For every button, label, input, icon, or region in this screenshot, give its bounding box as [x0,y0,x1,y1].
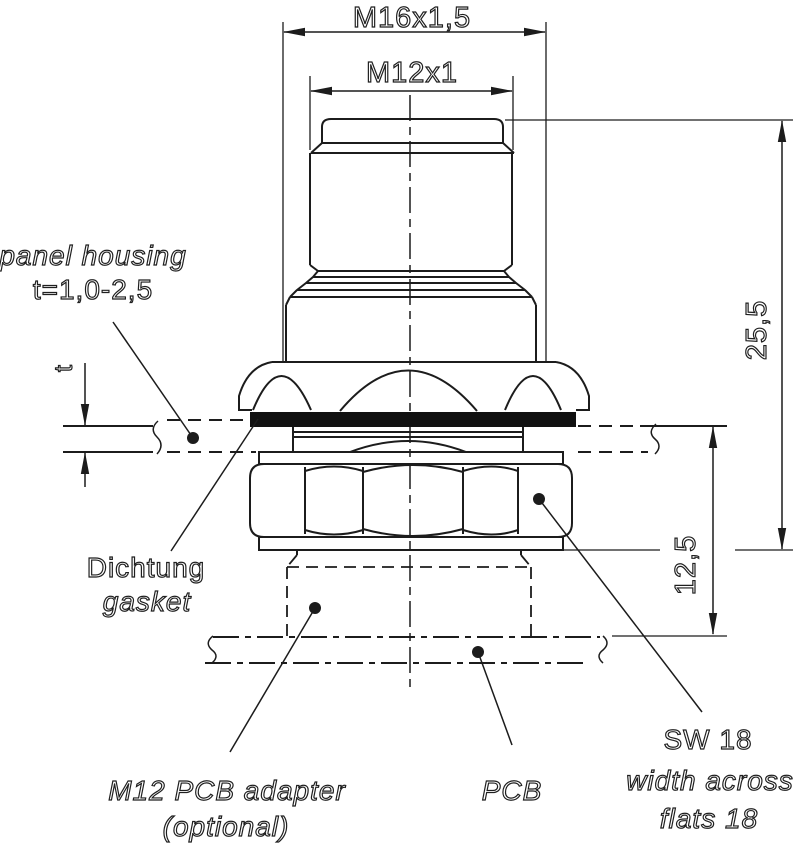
dimension-lines [80,27,787,635]
pcb-break-squiggles [207,635,608,664]
panel-lines [63,419,727,455]
arrowhead-m16-right [524,27,546,37]
dim-label-t: t [50,364,78,372]
label-gasket-de: Dichtung [87,552,206,583]
m16-thread-body [285,296,537,362]
leader-dot-pcb [472,646,484,658]
dome-flange [238,361,590,412]
label-sw18: SW 18 [663,724,752,755]
dim-label-m16: M16x1,5 [353,2,471,34]
label-width-across: width across [626,765,794,796]
neck-through-panel [292,427,524,453]
leader-lines [112,321,703,753]
dim-label-12-5: 12,5 [670,535,702,595]
leader-pcb [477,651,513,746]
leader-gasket [170,418,259,552]
leader-dot-panel-housing [187,432,199,444]
arrowhead-12-5-top [708,426,718,448]
arrowhead-12-5-bottom [708,613,718,635]
arrowhead-25-5-bottom [777,528,787,550]
m12-thread-body [309,153,513,272]
leader-sw18 [538,498,703,713]
label-adapter-line2: (optional) [163,811,290,842]
pcb-lines [205,635,608,664]
arrowhead-m12-left [310,86,332,96]
arrowhead-m12-right [491,86,513,96]
leader-panel-housing [112,321,194,439]
label-pcb: PCB [482,775,543,806]
leader-adapter [229,607,316,753]
arrowhead-t-up [80,452,90,474]
label-gasket-en: gasket [103,586,192,617]
extension-lines [282,22,793,637]
plug-tip-outline [310,118,515,154]
arrowhead-t-down [80,404,90,426]
dim-label-m12: M12x1 [366,57,458,89]
hex-nut [249,451,573,555]
arrowhead-25-5-top [777,120,787,142]
panel-hidden-lines [167,419,648,453]
grooved-collar [289,270,533,298]
leader-dot-adapter [309,602,321,614]
dim-label-25-5: 25,5 [741,300,773,360]
label-panel-housing: panel housing [0,240,187,271]
pcb-adapter-hidden-outline [286,554,532,636]
arrowhead-m16-left [283,27,305,37]
panel-break-squiggles [152,420,660,455]
label-flats-18: flats 18 [660,803,758,834]
gasket-seal [250,412,576,427]
connector-body [238,118,590,412]
label-adapter-line1: M12 PCB adapter [108,775,346,806]
leader-dot-sw18 [533,493,545,505]
label-panel-thickness-range: t=1,0-2,5 [33,274,153,305]
